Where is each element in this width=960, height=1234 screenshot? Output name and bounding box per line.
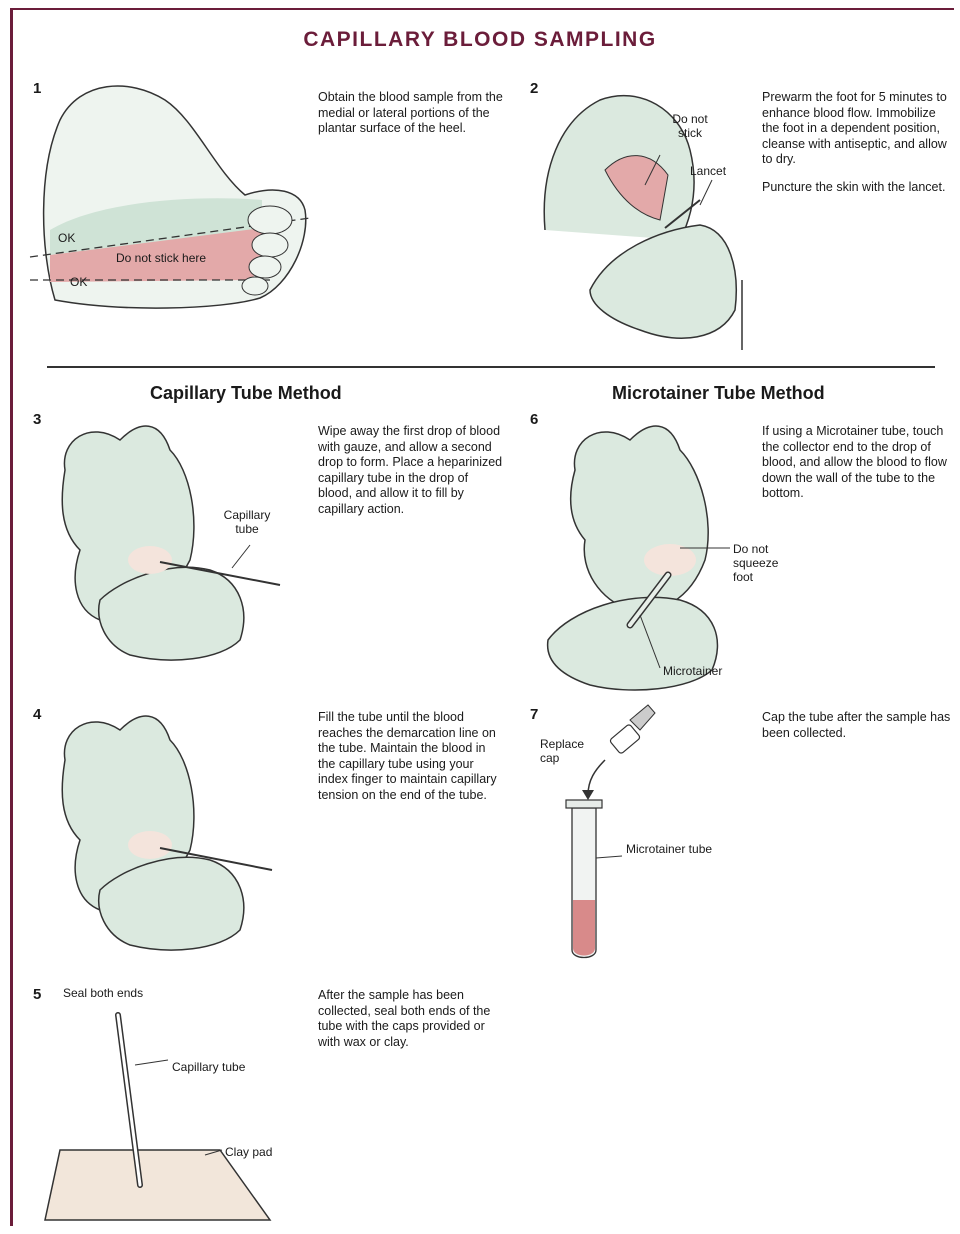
clay-pad-label: Clay pad <box>225 1145 272 1159</box>
do-not-squeeze-label: Do not squeeze foot <box>733 542 795 584</box>
step-2-number: 2 <box>530 80 538 97</box>
step-2-text: Prewarm the foot for 5 minutes to enhanc… <box>762 90 952 207</box>
microtainer-collect-illustration <box>548 426 730 690</box>
microtainer-tube-method-heading: Microtainer Tube Method <box>612 383 825 404</box>
ok-bottom-label: OK <box>70 275 87 289</box>
step-4-text: Fill the tube until the blood reaches th… <box>318 710 503 815</box>
step-6-number: 6 <box>530 411 538 428</box>
seal-both-ends-label: Seal both ends <box>63 986 143 1000</box>
capillary-tube-fill-illustration <box>62 426 280 660</box>
capillary-tube-label: Capillary tube <box>215 508 279 536</box>
clay-pad-illustration <box>45 1015 270 1220</box>
step-5-text: After the sample has been collected, sea… <box>318 988 503 1062</box>
step-3-number: 3 <box>33 411 41 428</box>
ok-top-label: OK <box>58 231 75 245</box>
capillary-tube-method-heading: Capillary Tube Method <box>150 383 342 404</box>
capillary-tube-label-5: Capillary tube <box>172 1060 245 1074</box>
step-5-number: 5 <box>33 986 41 1003</box>
step-3-text: Wipe away the first drop of blood with g… <box>318 424 503 529</box>
step-4-number: 4 <box>33 706 41 723</box>
step-6-text: If using a Microtainer tube, touch the c… <box>762 424 952 514</box>
do-not-stick-label: Do not stick <box>660 112 720 140</box>
capillary-tube-maintain-illustration <box>62 716 272 950</box>
do-not-stick-here-label: Do not stick here <box>116 251 206 265</box>
section-divider <box>47 366 935 368</box>
step-1-number: 1 <box>33 80 41 97</box>
step-7-number: 7 <box>530 706 538 723</box>
lancet-label: Lancet <box>690 164 726 178</box>
microtainer-tube-label: Microtainer tube <box>626 842 716 856</box>
replace-cap-label: Replace cap <box>540 737 600 765</box>
step-1-text: Obtain the blood sample from the medial … <box>318 90 503 149</box>
step-7-text: Cap the tube after the sample has been c… <box>762 710 952 753</box>
microtainer-label: Microtainer <box>663 664 722 678</box>
